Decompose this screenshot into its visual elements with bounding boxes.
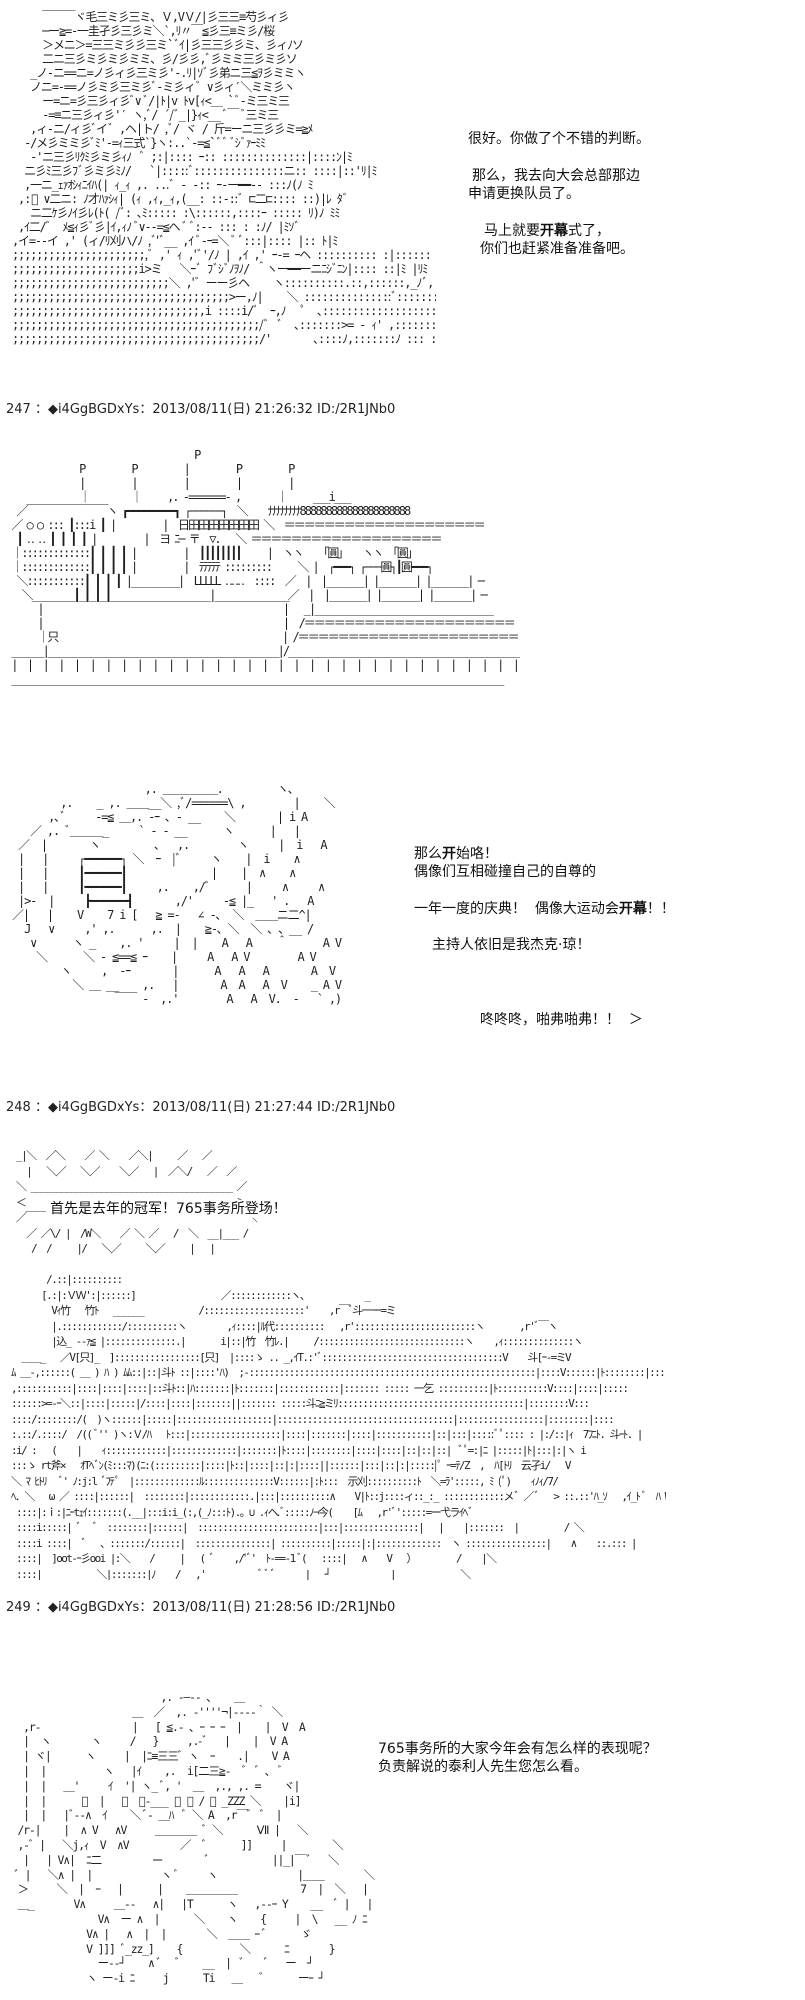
ascii-art-commentator: ,. ‐―‐- ､ ＿ ＿ ／ ,. ‐''''¬|--‐-｀ ＼ ,r- | … xyxy=(11,1690,375,1986)
emphasis-text: 开幕 xyxy=(540,223,568,239)
dialogue-line: 负责解说的泰利人先生您怎么看。 xyxy=(378,1759,588,1775)
dialogue-text: 那么 xyxy=(414,846,442,862)
dialogue-line: 主持人依旧是我杰克·琼！ xyxy=(432,937,591,953)
dialogue-text: 一年一度的庆典！ 偶像大运动会 xyxy=(414,901,619,917)
dialogue-line: 你们也赶紧准备准备吧。 xyxy=(480,241,634,257)
emphasis-text: 开 xyxy=(442,846,456,862)
dialogue-line: 咚咚咚，啪弗啪弗！！ ＞ xyxy=(480,1012,643,1028)
banner-text: 首先是去年的冠军！765事务所登场！ xyxy=(46,1200,291,1218)
dialogue-line: 马上就要开幕式了， xyxy=(484,222,610,240)
dialogue-text: 始咯！ xyxy=(456,846,498,862)
ascii-art-765pro: _|＼ ／＼ ／ ＼ ／＼| ／ ／ | ＼／ ＼／ ＼／ | ／＼/ ／ ／ … xyxy=(11,1149,666,1580)
ascii-art-stadium: P P P | P P | | | | | ｜ ｜ ,. -=======- ,… xyxy=(11,448,520,686)
dialogue-text: ！！ xyxy=(646,901,675,917)
ascii-art-1: ￣￣￣ヾ毛三ミ彡三ミ、Ｖ,VＶ/|彡三三≡芍彡ィ彡 ─ー≧=-一圭孑彡三彡ミ＼`… xyxy=(12,10,436,346)
dialogue-line: 那么，我去向大会总部那边 xyxy=(472,168,640,184)
ascii-art-host: ,. ＿＿＿＿＿. ヽ、 ,. _ ,. ＿＿__＼ ,ﾞ/======\ , … xyxy=(12,782,342,1006)
dialogue-line: 申请更换队员了。 xyxy=(468,186,580,202)
post-header: 249 ：◆i4GgBGDxYs：2013/08/11(日) 21:28:56 … xyxy=(6,1600,396,1615)
post-header: 248 ：◆i4GgBGDxYs：2013/08/11(日) 21:27:44 … xyxy=(6,1100,396,1115)
dialogue-line: 很好。你做了个不错的判断。 xyxy=(468,131,650,147)
post-header: 247 ：◆i4GgBGDxYs：2013/08/11(日) 21:26:32 … xyxy=(6,402,396,417)
dialogue-text: 式了， xyxy=(568,223,610,239)
dialogue-line: 765事务所的大家今年会有怎么样的表现呢？ xyxy=(378,1741,657,1757)
dialogue-line: 一年一度的庆典！ 偶像大运动会开幕！！ xyxy=(414,900,675,918)
dialogue-line: 偶像们互相碰撞自己的自尊的 xyxy=(414,864,596,880)
emphasis-text: 开幕 xyxy=(618,901,647,917)
dialogue-text: 马上就要 xyxy=(484,223,540,239)
dialogue-line: 那么开始咯！ xyxy=(414,845,498,863)
